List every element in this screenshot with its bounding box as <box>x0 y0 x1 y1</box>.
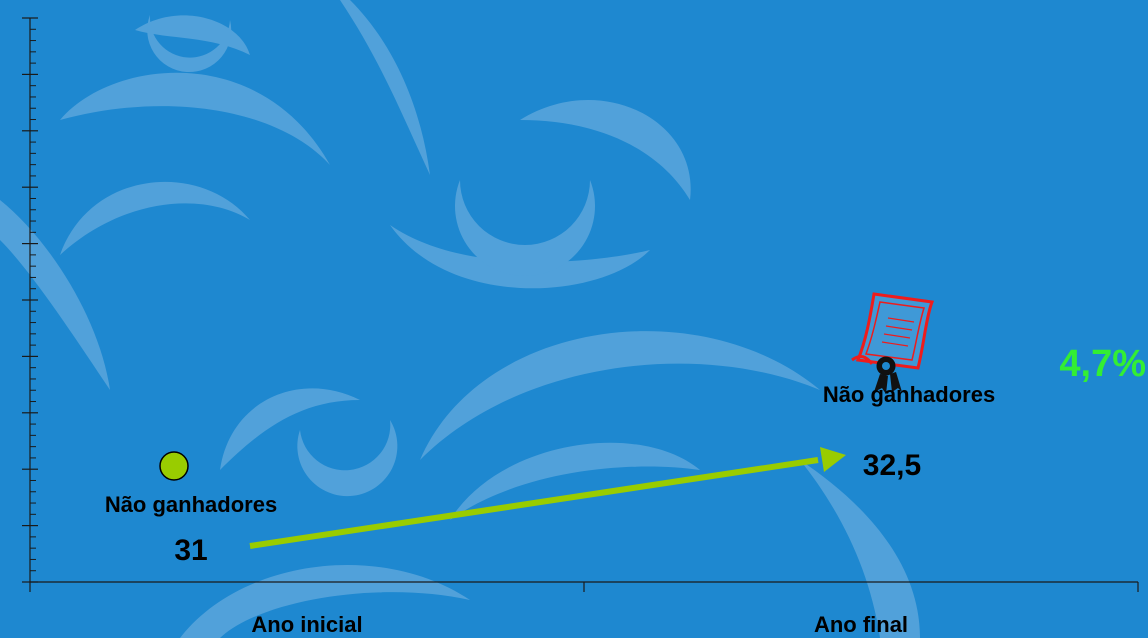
point-series-label: Não ganhadores <box>823 382 995 407</box>
change-percentage-label: 4,7% <box>1059 343 1146 385</box>
y-axis <box>22 17 38 583</box>
x-tick-label: Ano inicial <box>251 612 362 637</box>
point-series-label: Não ganhadores <box>105 492 277 517</box>
change-arrow <box>249 447 846 549</box>
x-tick-label: Ano final <box>814 612 908 637</box>
data-point-ano-final: Não ganhadores 32,5 <box>823 292 995 482</box>
point-value-label: 32,5 <box>863 449 921 482</box>
change-arrow-head <box>820 447 846 472</box>
point-value-label: 31 <box>174 534 207 567</box>
y-axis-ticks <box>22 17 38 583</box>
point-marker-circle <box>159 451 189 481</box>
data-point-ano-inicial: Não ganhadores 31 <box>105 451 277 567</box>
change-arrow-line <box>249 457 819 549</box>
background-decoration <box>0 0 920 638</box>
x-axis: Ano inicial Ano final <box>29 581 1139 637</box>
certificate-icon <box>851 292 935 394</box>
